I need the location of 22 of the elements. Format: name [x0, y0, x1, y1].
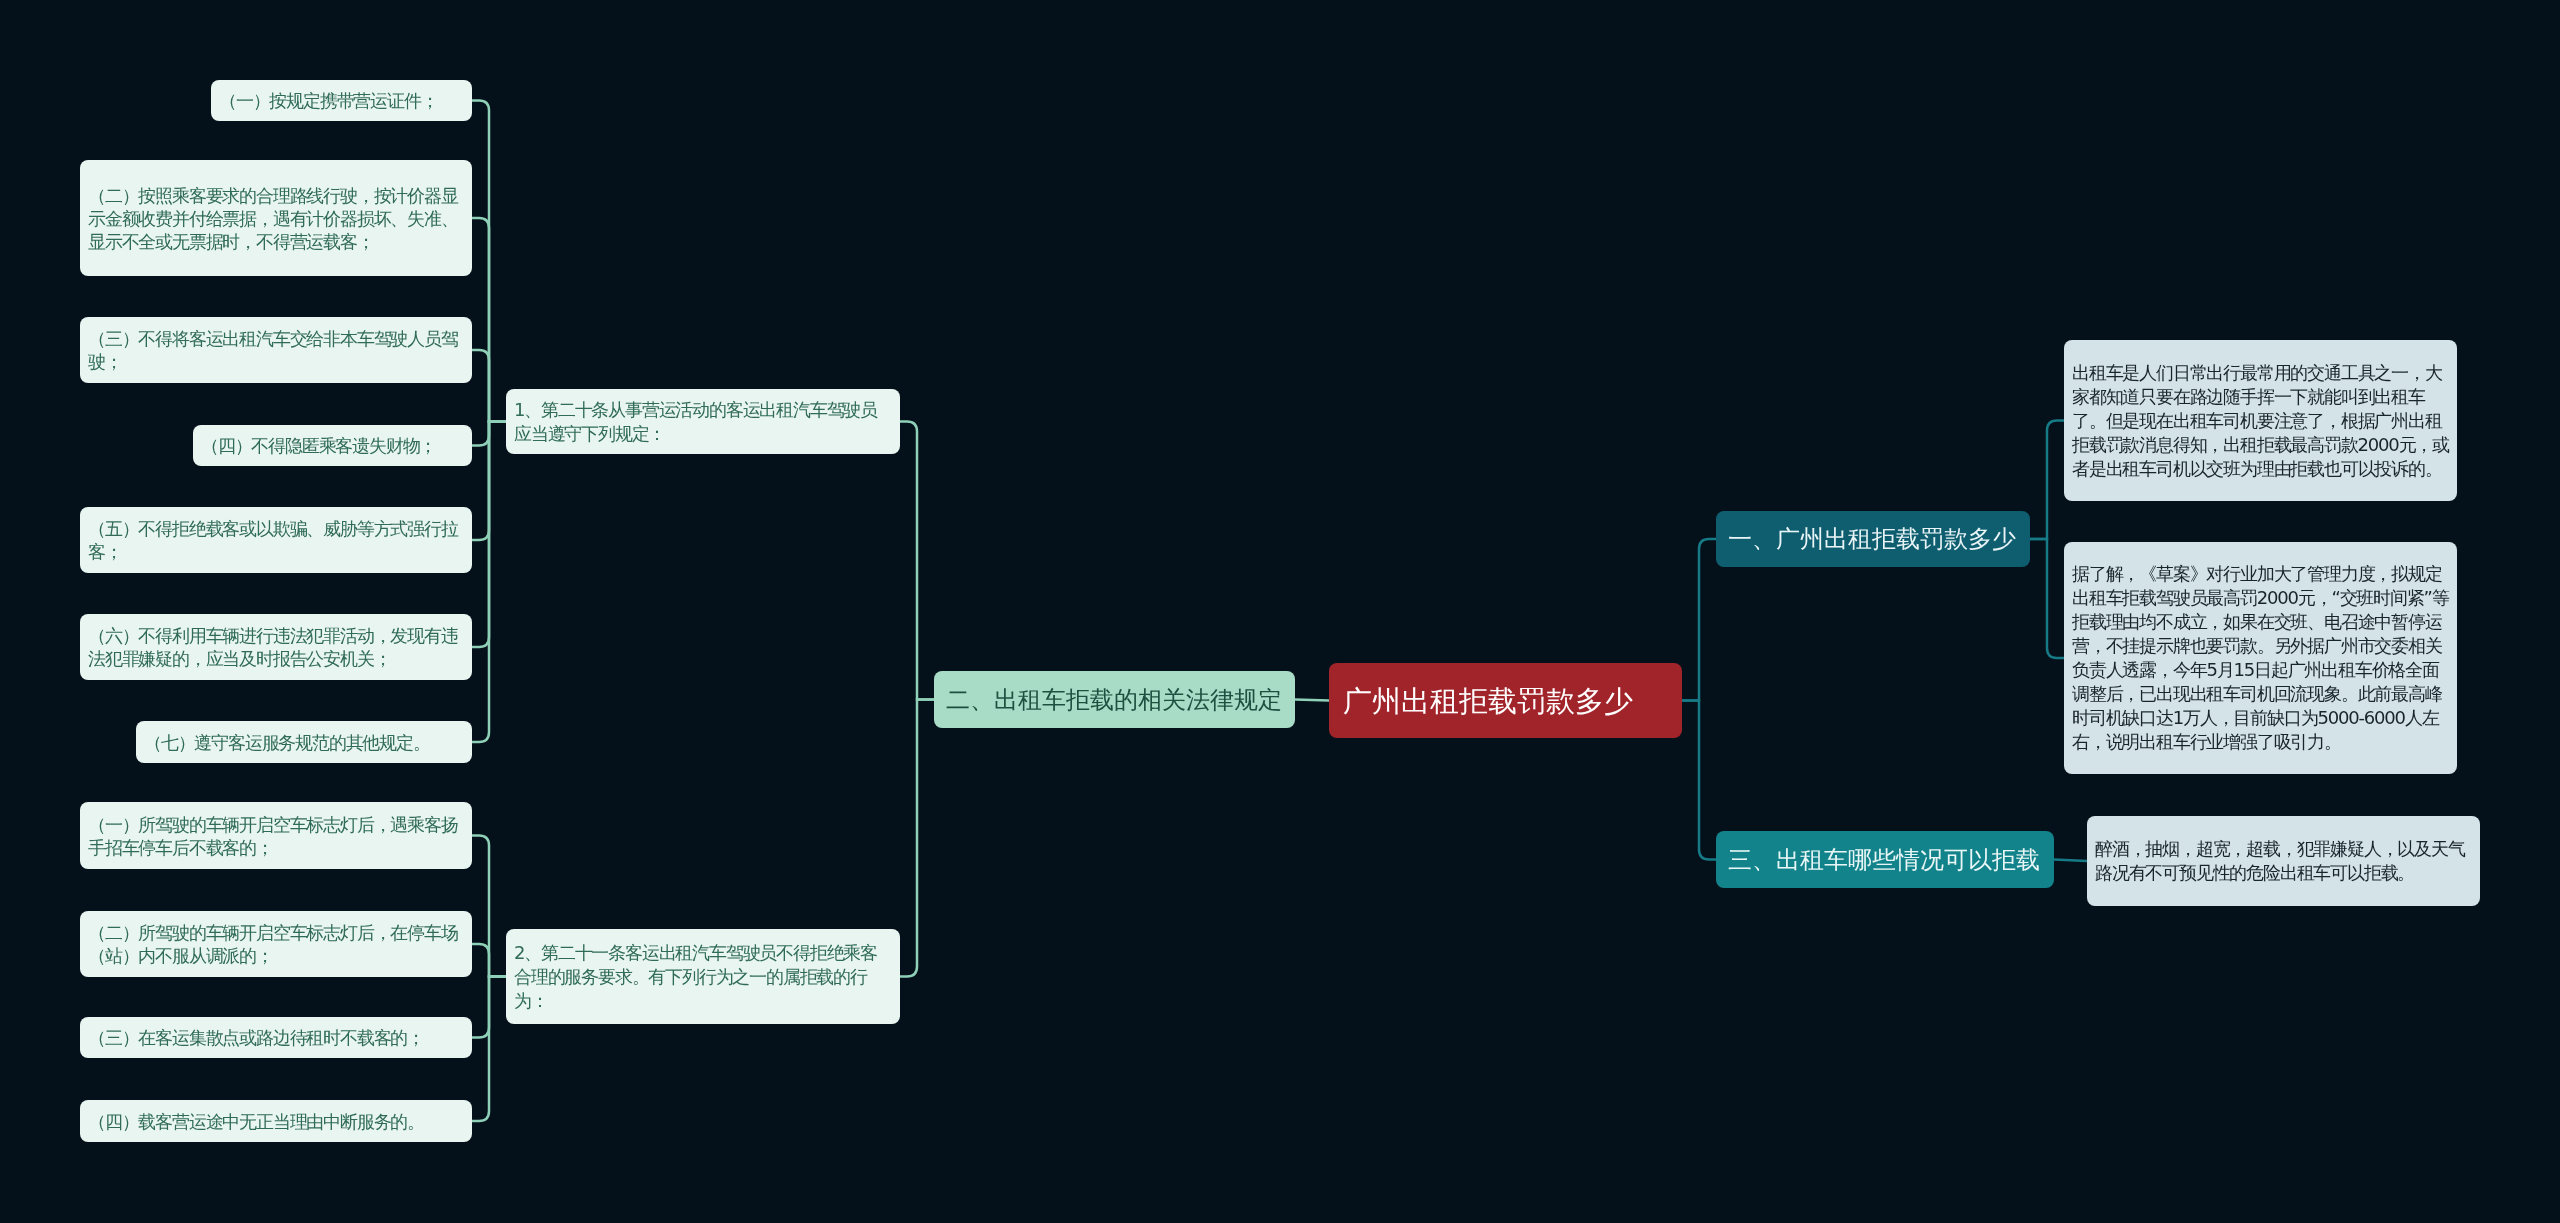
branch-topic-box: 二、出租车拒载的相关法律规定	[934, 671, 1295, 728]
item-box: （二）所驾驶的车辆开启空车标志灯后，在停车场（站）内不服从调派的；	[80, 911, 472, 977]
root-topic-box: 广州出租拒载罚款多少	[1329, 663, 1682, 738]
item-box: （七）遵守客运服务规范的其他规定。	[136, 721, 472, 763]
note-box: 据了解，《草案》对行业加大了管理力度，拟规定出租车拒载驾驶员最高罚2000元，“交班时间紧”等拒载理由均不成立，如果在交班、电召途中暂停运营，不挂提示牌也要罚款。另外据广州市交委相关负责人透露，今年5月15日起广州出租车价格全面调整后，已出现出租车司机回流现象。此前最高峰时司机缺口达1万人，目前缺口为5000-6000人左右，说明出租车行业增强了吸引力。	[2064, 542, 2457, 774]
note-box: 出租车是人们日常出行最常用的交通工具之一，大家都知道只要在路边随手挥一下就能叫到出租车了。但是现在出租车司机要注意了，根据广州出租拒载罚款消息得知，出租拒载最高罚款2000元，或者是出租车司机以交班为理由拒载也可以投诉的。	[2064, 340, 2457, 501]
connector-line	[1294, 698, 1330, 702]
item-box: （四）载客营运途中无正当理由中断服务的。	[80, 1100, 472, 1142]
branch-topic-box: 三、出租车哪些情况可以拒载	[1716, 831, 2054, 888]
item-box: （三）不得将客运出租汽车交给非本车驾驶人员驾驶；	[80, 317, 472, 383]
connector-line	[2053, 858, 2088, 863]
subtopic-box: 2、第二十一条客运出租汽车驾驶员不得拒绝乘客合理的服务要求。有下列行为之一的属拒载的行为：	[506, 929, 900, 1024]
item-box: （五）不得拒绝载客或以欺骗、威胁等方式强行拉客；	[80, 507, 472, 573]
item-box: （二）按照乘客要求的合理路线行驶，按计价器显示金额收费并付给票据，遇有计价器损坏、失准、显示不全或无票据时，不得营运载客；	[80, 160, 472, 276]
item-box: （四）不得隐匿乘客遗失财物；	[193, 425, 472, 466]
item-box: （一）所驾驶的车辆开启空车标志灯后，遇乘客扬手招车停车后不载客的；	[80, 802, 472, 869]
item-box: （一）按规定携带营运证件；	[211, 80, 472, 121]
item-box: （六）不得利用车辆进行违法犯罪活动，发现有违法犯罪嫌疑的，应当及时报告公安机关；	[80, 614, 472, 680]
note-box: 醉酒，抽烟，超宽，超载，犯罪嫌疑人，以及天气路况有不可预见性的危险出租车可以拒载。	[2087, 816, 2480, 906]
subtopic-box: 1、第二十条从事营运活动的客运出租汽车驾驶员应当遵守下列规定：	[506, 389, 900, 454]
branch-topic-box: 一、广州出租拒载罚款多少	[1716, 511, 2030, 567]
item-box: （三）在客运集散点或路边待租时不载客的；	[80, 1017, 472, 1058]
